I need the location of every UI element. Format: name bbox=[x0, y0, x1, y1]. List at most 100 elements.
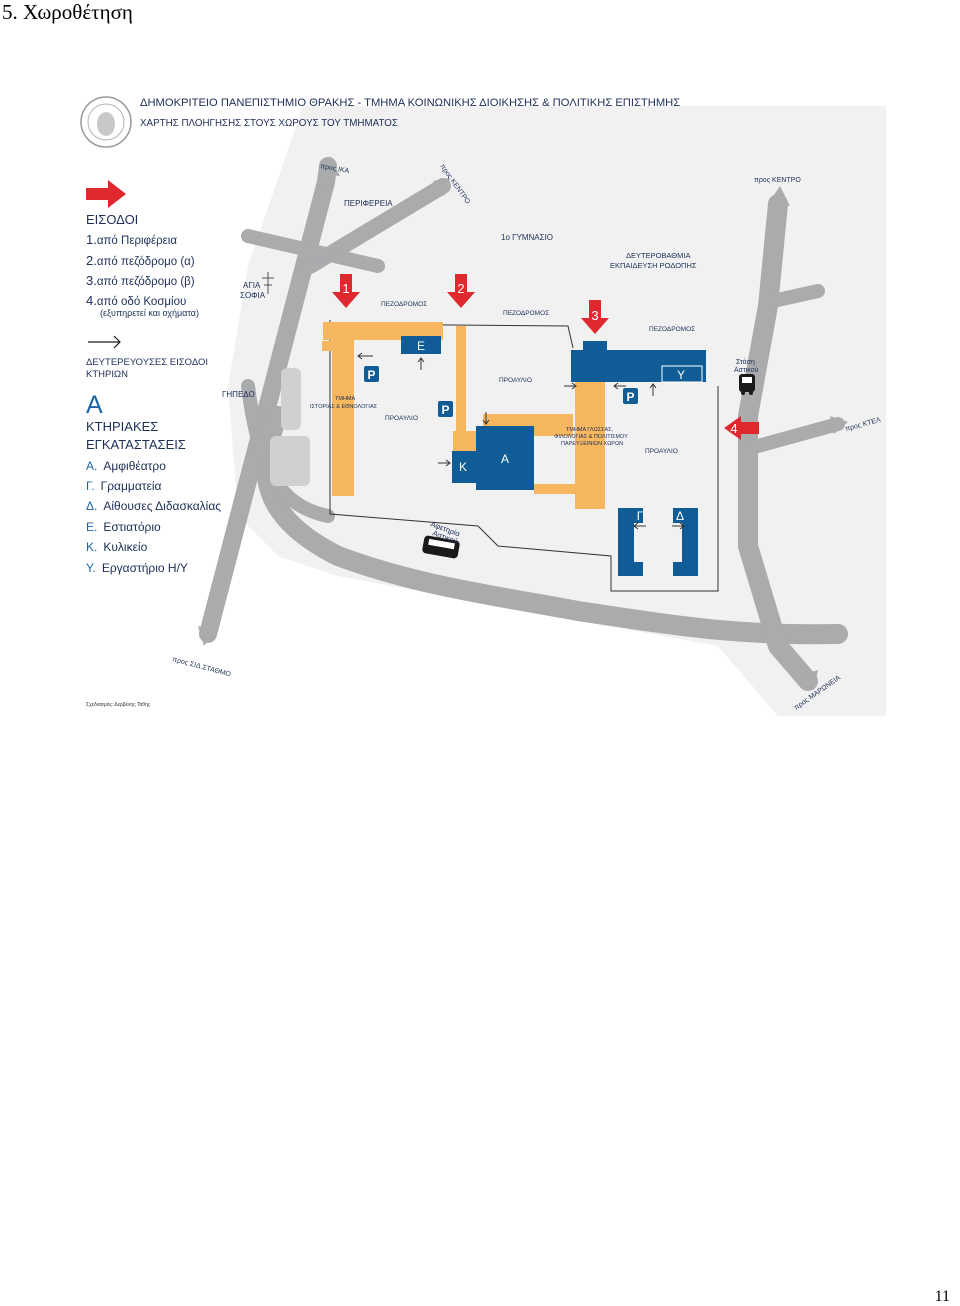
legend-entrances-title: ΕΙΣΟΔΟΙ bbox=[86, 212, 138, 227]
building-A bbox=[476, 426, 534, 490]
legend-facility-G: Γ.Γραμματεία bbox=[86, 479, 162, 493]
legend-facility-E: Ε.Εστιατόριο bbox=[86, 520, 161, 534]
legend-facility-D: Δ.Αίθουσες Διδασκαλίας bbox=[86, 499, 221, 513]
label-pros-kentro-right: προς ΚΕΝΤΡΟ bbox=[754, 177, 801, 184]
svg-text:P: P bbox=[367, 368, 375, 382]
road-ktel bbox=[751, 417, 845, 453]
map-credit: Σχεδιασμός: Δερβένης Τάθης bbox=[86, 701, 151, 708]
svg-text:2: 2 bbox=[457, 281, 464, 296]
building-glossas-tower bbox=[583, 341, 607, 355]
road-right-kentro bbox=[738, 194, 818, 691]
red-arrow-icon bbox=[447, 274, 475, 308]
church-cross-icon bbox=[262, 272, 274, 294]
red-arrow-icon bbox=[86, 180, 126, 208]
arrow-to-kentro-right-icon bbox=[768, 186, 790, 206]
label-pezodromos-3: ΠΕΖΟΔΡΟΜΟΣ bbox=[649, 326, 695, 333]
entrance-3-marker: 3 bbox=[581, 300, 609, 334]
label-tmima-istorias-1: ΤΜΗΜΑ bbox=[335, 396, 355, 402]
label-stasi-1: Στάση bbox=[736, 358, 755, 366]
label-tmima-glossas-2: ΦΙΛΟΛΟΓΙΑΣ & ΠΟΛΙΤΙΣΜΟΥ bbox=[554, 434, 628, 440]
page-number: 11 bbox=[934, 1288, 950, 1305]
map-title: ΔΗΜΟΚΡΙΤΕΙΟ ΠΑΝΕΠΙΣΤΗΜΙΟ ΘΡΑΚΗΣ - ΤΜΗΜΑ … bbox=[140, 97, 680, 109]
arrow-to-ika-icon bbox=[318, 156, 340, 176]
building-link-2 bbox=[456, 326, 466, 436]
building-Y-label: Υ bbox=[677, 368, 685, 382]
bus-icon bbox=[739, 374, 755, 395]
label-gymnasio: 1ο ΓΥΜΝΑΣΙΟ bbox=[501, 233, 553, 242]
campus-boundary bbox=[329, 320, 719, 592]
parking-icon: P bbox=[364, 366, 379, 382]
campus-map-svg: Ε Α Κ Υ Γ Δ P P P 1 2 3 4 bbox=[78, 86, 886, 716]
red-arrow-icon bbox=[581, 300, 609, 334]
building-istorias-notch bbox=[402, 322, 410, 330]
building-G-label: Γ bbox=[637, 509, 644, 523]
building-D bbox=[673, 508, 698, 576]
orange-buildings bbox=[322, 322, 605, 509]
campus-map: Ε Α Κ Υ Γ Δ P P P 1 2 3 4 bbox=[78, 86, 886, 716]
label-tmima-istorias-2: ΙΣΤΟΡΙΑΣ & ΕΘΝΟΛΟΓΙΑΣ bbox=[310, 404, 378, 410]
parking-icon: P bbox=[438, 401, 453, 417]
label-agia-1: ΑΓΙΑ bbox=[243, 281, 261, 290]
gipedo-field-top bbox=[281, 368, 301, 430]
arrow-to-stathmo-icon bbox=[198, 626, 216, 646]
label-agia-2: ΣΟΦΙΑ bbox=[240, 291, 266, 300]
building-E-label: Ε bbox=[417, 339, 425, 353]
label-proaulio-3: ΠΡΟΑΥΛΙΟ bbox=[645, 448, 678, 455]
legend-facility-Y: Υ.Εργαστήριο Η/Υ bbox=[86, 561, 188, 575]
arrow-to-kentro-top-icon bbox=[433, 178, 450, 196]
svg-text:P: P bbox=[441, 403, 449, 417]
blue-buildings bbox=[401, 336, 706, 576]
building-K-label: Κ bbox=[459, 460, 467, 474]
building-glossas-main bbox=[575, 371, 605, 509]
legend-entrance-1: 1.από Περιφέρεια bbox=[86, 232, 177, 247]
label-pezodromos-1: ΠΕΖΟΔΡΟΜΟΣ bbox=[381, 301, 427, 308]
gipedo-field-bottom bbox=[270, 436, 310, 486]
label-stasi-2: Αστικού bbox=[734, 366, 759, 374]
label-deutero-1: ΔΕΥΤΕΡΟΒΑΘΜΙΑ bbox=[626, 251, 690, 260]
svg-text:3: 3 bbox=[591, 308, 598, 323]
red-arrow-icon bbox=[724, 416, 759, 440]
red-arrow-icon bbox=[332, 274, 360, 308]
democritus-seal-icon bbox=[80, 96, 132, 148]
black-arrow-icon bbox=[88, 335, 121, 349]
label-tmima-glossas-3: ΠΑΡΕΥΞΕΙΝΙΩΝ ΧΩΡΩΝ bbox=[561, 441, 623, 447]
road-periferia bbox=[241, 229, 385, 273]
label-deutero-2: ΕΚΠΑΙΔΕΥΣΗ ΡΟΔΟΠΗΣ bbox=[610, 261, 697, 270]
legend-secondary-line1: ΔΕΥΤΕΡΕΥΟΥΣΕΣ ΕΙΣΟΔΟΙ bbox=[86, 357, 208, 368]
page-heading: 5. Χωροθέτηση bbox=[2, 0, 133, 24]
legend-entrance-3: 3.από πεζόδρομο (β) bbox=[86, 273, 195, 288]
legend-entrance-4: 4.από οδό Κοσμίου bbox=[86, 293, 186, 308]
legend-building-letter: Α bbox=[86, 391, 103, 419]
svg-text:1: 1 bbox=[342, 281, 349, 296]
parking-icon: P bbox=[623, 388, 638, 404]
building-Y-box bbox=[661, 365, 703, 383]
legend-entrance-4-note: (εξυπηρετεί και οχήματα) bbox=[100, 308, 199, 318]
road-bottom-curve bbox=[256, 406, 848, 645]
arrow-to-ktel-icon bbox=[830, 416, 848, 434]
entrance-4-marker: 4 bbox=[724, 416, 759, 440]
building-D-label: Δ bbox=[676, 509, 684, 523]
road-sid-stathmos bbox=[199, 173, 335, 643]
road-right-upper bbox=[766, 284, 825, 308]
building-link-low bbox=[534, 484, 576, 494]
legend-facility-A: Α.Αμφιθέατρο bbox=[86, 459, 166, 473]
label-proaulio-1: ΠΡΟΑΥΛΙΟ bbox=[499, 377, 532, 384]
map-top-band bbox=[78, 86, 886, 92]
label-pezodromos-2: ΠΕΖΟΔΡΟΜΟΣ bbox=[503, 310, 549, 317]
label-pros-stathmo: προς ΣΙΔ.ΣΤΑΘΜΟ bbox=[171, 656, 232, 678]
legend-facilities-line1: ΚΤΗΡΙΑΚΕΣ bbox=[86, 419, 158, 434]
entrance-1-marker: 1 bbox=[332, 274, 360, 308]
label-proaulio-2: ΠΡΟΑΥΛΙΟ bbox=[385, 415, 418, 422]
label-periferia: ΠΕΡΙΦΕΡΕΙΑ bbox=[344, 199, 393, 208]
legend-secondary-line2: ΚΤΗΡΙΩΝ bbox=[86, 369, 128, 380]
building-K bbox=[452, 451, 478, 483]
label-gipedo: ΓΗΠΕΔΟ bbox=[222, 390, 255, 399]
legend: ΕΙΣΟΔΟΙ 1.από Περιφέρεια 2.από πεζόδρομο… bbox=[86, 180, 221, 575]
svg-text:P: P bbox=[626, 390, 634, 404]
label-tmima-glossas-1: ΤΜΗΜΑ ΓΛΩΣΣΑΣ, bbox=[566, 427, 614, 433]
map-subtitle: ΧΑΡΤΗΣ ΠΛΟΗΓΗΣΗΣ ΣΤΟΥΣ ΧΩΡΟΥΣ ΤΟΥ ΤΜΗΜΑΤ… bbox=[140, 118, 398, 129]
legend-facility-K: Κ.Κυλικείο bbox=[86, 540, 148, 554]
building-A-label: Α bbox=[501, 452, 509, 466]
legend-entrance-2: 2.από πεζόδρομο (α) bbox=[86, 253, 195, 268]
bus-icon bbox=[422, 535, 460, 559]
